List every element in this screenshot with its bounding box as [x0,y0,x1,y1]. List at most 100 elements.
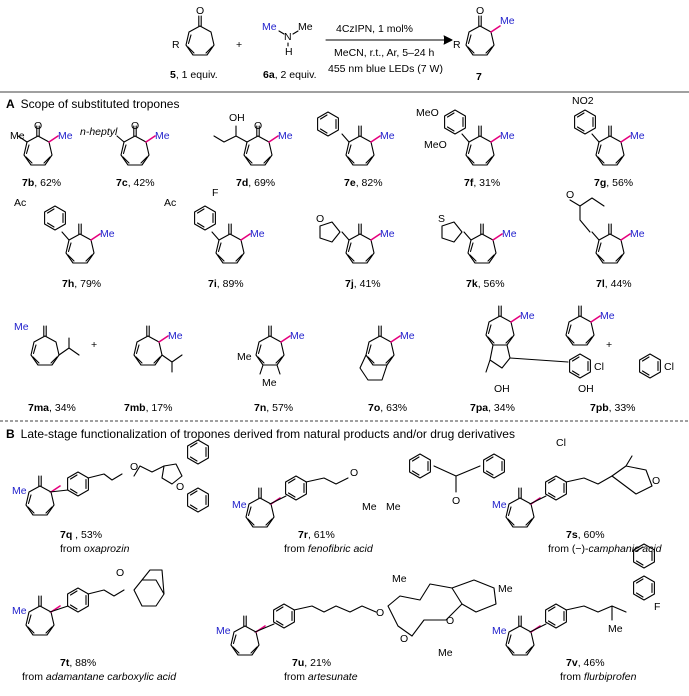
svg-text:OH: OH [494,383,510,395]
svg-text:O: O [131,120,139,132]
svg-text:Me: Me [168,330,183,342]
section-a-title: Scope of substituted tropones [21,97,180,111]
svg-text:Me: Me [492,499,507,511]
compound-7c [116,126,155,165]
svg-text:7pb, 33%: 7pb, 33% [590,402,636,414]
svg-text:O: O [452,495,460,507]
svg-text:Me: Me [630,130,645,142]
svg-text:7v, 46%: 7v, 46% [566,657,605,669]
svg-text:Ac: Ac [14,197,26,209]
svg-text:Me: Me [630,228,645,240]
compound-7mb [134,326,183,373]
svg-text:R: R [453,39,461,51]
product-number: 7 [476,71,482,83]
reagent-label: 4CzIPN, 1 mol% [336,23,413,35]
svg-text:7n, 57%: 7n, 57% [254,402,293,414]
svg-text:F: F [654,601,660,613]
svg-text:Me: Me [500,15,515,27]
compound-7f [461,126,500,165]
svg-text:MeO: MeO [416,107,439,119]
svg-text:7t, 88%: 7t, 88% [60,657,96,669]
svg-text:7h, 79%: 7h, 79% [62,278,101,290]
svg-text:7e, 82%: 7e, 82% [344,177,383,189]
svg-text:OH: OH [229,112,245,124]
svg-text:Cl: Cl [556,437,566,449]
compound-7v: F Me Me [492,543,660,655]
svg-text:7d, 69%: 7d, 69% [236,177,275,189]
svg-text:O: O [316,213,324,225]
svg-text:O: O [376,607,384,619]
section-a-letter: A [6,97,15,111]
svg-text:Me: Me [12,485,27,497]
svg-text:7k, 56%: 7k, 56% [466,278,505,290]
svg-text:from (−)-camphanic acid: from (−)-camphanic acid [548,543,663,555]
svg-text:Me: Me [262,21,277,33]
svg-text:Me: Me [498,583,513,595]
svg-text:Me: Me [10,130,25,142]
svg-text:+: + [91,339,97,351]
svg-text:O: O [446,615,454,627]
svg-text:Me: Me [392,573,407,585]
plus-sign: + [236,39,242,51]
svg-text:Me: Me [380,130,395,142]
svg-text:Me: Me [298,21,313,33]
svg-text:Me: Me [12,605,27,617]
svg-text:Me: Me [386,501,401,513]
svg-text:Me: Me [58,130,73,142]
svg-text:O: O [130,461,138,473]
svg-text:F: F [212,187,218,199]
svg-text:O: O [566,189,574,201]
compound-7pb [566,306,600,345]
svg-text:7f, 31%: 7f, 31% [464,177,500,189]
svg-text:Me: Me [502,228,517,240]
compound-7k [463,224,502,263]
svg-text:MeO: MeO [424,139,447,151]
compound-7e [341,126,380,165]
svg-text:5, 1 equiv.: 5, 1 equiv. [170,69,218,81]
compound-7i [211,224,250,263]
svg-text:Me: Me [237,351,252,363]
compound-7j [341,224,380,263]
svg-text:NO2: NO2 [572,95,594,107]
svg-text:Me: Me [14,321,29,333]
amine-number: 6a [263,69,275,81]
svg-text:Me: Me [362,501,377,513]
starting-tropone [185,15,215,56]
svg-text:7l, 44%: 7l, 44% [596,278,632,290]
compound-7n [256,326,290,375]
compound-7l [591,224,630,263]
svg-text:Me: Me [100,228,115,240]
oxygen-label: O [196,5,204,17]
svg-text:Me: Me [520,310,535,322]
svg-text:H: H [285,46,293,58]
svg-text:7o, 63%: 7o, 63% [368,402,407,414]
svg-text:Me: Me [400,330,415,342]
compound-7pa [486,306,520,373]
conditions-line-2: 455 nm blue LEDs (7 W) [328,63,443,75]
sm-number: 5 [170,69,176,81]
svg-text:OH: OH [578,383,594,395]
compound-7h [61,224,100,263]
svg-text:from artesunate: from artesunate [284,671,358,683]
svg-text:7s, 60%: 7s, 60% [566,529,605,541]
svg-text:Me: Me [250,228,265,240]
svg-text:7mb, 17%: 7mb, 17% [124,402,172,414]
amine-equiv: , 2 equiv. [275,69,317,81]
svg-text:n-heptyl: n-heptyl [80,126,118,138]
svg-text:7r, 61%: 7r, 61% [298,529,335,541]
compound-7b [17,126,58,165]
svg-text:N: N [284,31,292,43]
svg-text:7b, 62%: 7b, 62% [22,177,61,189]
svg-text:O: O [350,467,358,479]
svg-text:+: + [606,339,612,351]
svg-text:O: O [34,120,42,132]
svg-text:Me: Me [500,130,515,142]
svg-text:Cl: Cl [664,361,674,373]
svg-text:7j, 41%: 7j, 41% [345,278,381,290]
r-label: R [172,39,180,51]
svg-text:Ac: Ac [164,197,176,209]
svg-text:Me: Me [608,623,623,635]
svg-text:from adamantane carboxylic aci: from adamantane carboxylic acid [22,671,177,683]
